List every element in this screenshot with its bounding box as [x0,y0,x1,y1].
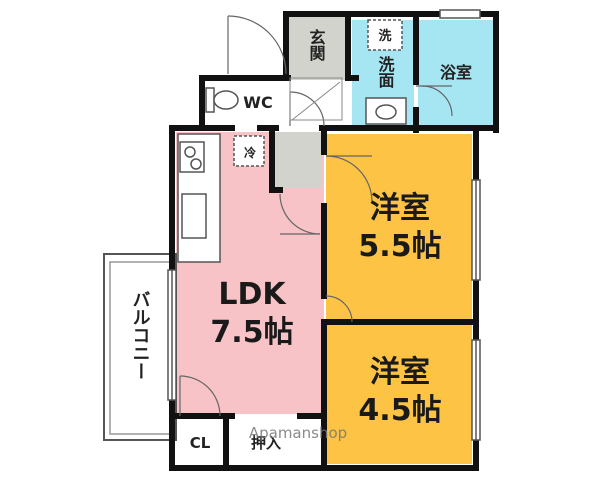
yoshitsu1-name: 洋室 [370,191,430,226]
oshiire-label: 押入 [251,434,281,452]
wc-label: WC [243,93,272,112]
walls [169,11,499,471]
genkan-label: 玄関 [307,28,326,62]
ldk-name: LDK [218,277,287,312]
rei-label: 冷 [244,145,256,160]
yoshitsu1-size: 5.5帖 [358,229,441,264]
toilet [205,87,239,113]
cl-label: CL [190,434,211,452]
genkan-floor [288,16,346,80]
watermark: Apamanshop [249,424,347,442]
yokushitsu-label: 浴室 [440,63,472,82]
hall-floor [274,132,322,188]
yoshitsu2-floor [326,324,472,464]
senmen-label: 洗面 [376,55,395,89]
genkan-step [289,77,343,121]
ldk-size: 7.5帖 [210,315,293,350]
wash-basin [365,97,407,125]
yokushitsu-floor [418,20,494,128]
yoshitsu2-name: 洋室 [370,355,430,390]
sen-label: 洗 [378,28,391,44]
yoshitsu2-size: 4.5帖 [358,393,441,428]
balcony-label: バルコニー [130,290,151,380]
yoshitsu1-floor [326,134,472,320]
oshiire-floor [228,418,324,464]
fridge-space [233,135,265,167]
washing-machine-space [367,19,403,51]
cl-floor [176,418,224,464]
windows [167,9,481,441]
kitchen-counter [177,133,221,263]
